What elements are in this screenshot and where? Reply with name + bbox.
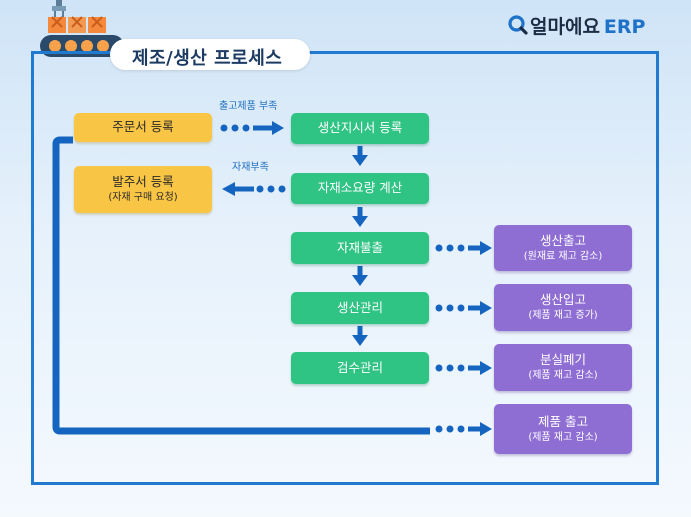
node-label: 제품 출고 xyxy=(538,413,588,429)
node-work-order: 생산지시서 등록 xyxy=(291,113,429,144)
node-sub: (제품 재고 증가) xyxy=(528,310,598,322)
node-label: 분실폐기 xyxy=(539,352,586,368)
arrow-down-4 xyxy=(352,326,368,346)
edge-label-shortage: 출고제품 부족 xyxy=(219,101,278,112)
logo-suffix: ERP xyxy=(603,16,646,38)
arrow-down-1 xyxy=(352,146,368,166)
title-pill xyxy=(110,39,310,70)
node-inspection: 검수관리 xyxy=(291,352,429,384)
magnifier-logo-icon xyxy=(508,15,528,35)
arrow-release-to-out xyxy=(435,241,492,255)
node-material-release: 자재불출 xyxy=(291,232,429,264)
arrow-inspect-to-loss xyxy=(435,361,492,375)
node-label: 생산관리 xyxy=(336,299,383,315)
arrow-order-to-shipment xyxy=(52,136,492,436)
node-production-out: 생산출고 (원재료 재고 감소) xyxy=(494,225,632,271)
node-label: 생산출고 xyxy=(539,232,586,248)
node-label: 자재소요량 계산 xyxy=(317,180,403,196)
edge-label-material-shortage: 자재부족 xyxy=(232,162,269,173)
node-label: 주문서 등록 xyxy=(112,119,174,135)
node-material-calc: 자재소요량 계산 xyxy=(291,173,429,204)
node-label: 생산입고 xyxy=(539,292,586,308)
node-label: 자재불출 xyxy=(336,239,383,255)
arrow-down-3 xyxy=(352,266,368,286)
node-production-manage: 생산관리 xyxy=(291,292,429,324)
arrow-manage-to-in xyxy=(435,301,492,315)
arrow-order-to-workorder xyxy=(220,121,284,135)
node-sub: (원재료 재고 감소) xyxy=(523,250,603,262)
node-order-register: 주문서 등록 xyxy=(74,113,212,142)
node-product-shipment: 제품 출고 (제품 재고 감소) xyxy=(494,404,632,454)
page-title: 제조/생산 프로세스 xyxy=(132,48,283,69)
node-production-in: 생산입고 (제품 재고 증가) xyxy=(494,284,632,331)
node-label: 발주서 등록 xyxy=(112,174,174,190)
arrow-down-2 xyxy=(352,207,368,227)
node-sub: (제품 재고 감소) xyxy=(528,431,598,443)
node-label: 검수관리 xyxy=(336,359,383,375)
node-purchase-register: 발주서 등록 (자재 구매 요청) xyxy=(74,166,212,213)
arrow-material-to-purchase xyxy=(222,182,286,196)
logo-name: 얼마에요 xyxy=(530,16,600,38)
node-loss-disposal: 분실폐기 (제품 재고 감소) xyxy=(494,344,632,391)
node-label: 생산지시서 등록 xyxy=(317,120,403,136)
node-sub: (자재 구매 요청) xyxy=(108,192,178,204)
process-frame xyxy=(31,51,659,485)
node-sub: (제품 재고 감소) xyxy=(528,370,598,382)
